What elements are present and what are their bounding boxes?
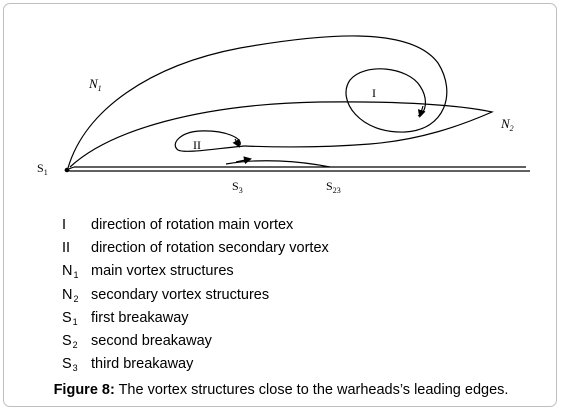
legend-item: S1 first breakaway	[62, 307, 329, 330]
main-vortex-outer-curve	[67, 35, 448, 169]
legend-item: S2 second breakaway	[62, 330, 329, 353]
legend-item: N1 main vortex structures	[62, 260, 329, 283]
legend-text: secondary vortex structures	[91, 286, 270, 303]
label-secondary-vortex: II	[193, 138, 201, 152]
legend-symbol: II	[62, 240, 71, 257]
legend-text: second breakaway	[91, 332, 212, 349]
third-breakaway-arrow-icon	[235, 156, 252, 165]
third-breakaway-flow	[225, 160, 331, 168]
legend-item: N2 secondary vortex structures	[62, 284, 329, 307]
figure-caption: Figure 8: The vortex structures close to…	[0, 382, 562, 398]
figure-frame	[3, 3, 557, 407]
secondary-rotation-arrow-icon	[232, 138, 240, 148]
secondary-vortex-curve	[69, 101, 494, 168]
legend-symbol: S3	[62, 356, 78, 374]
label-s23: S23	[326, 179, 341, 195]
label-n1: N1	[88, 76, 102, 93]
label-s3: S3	[232, 179, 243, 195]
caption-text: The vortex structures close to the warhe…	[114, 382, 509, 398]
label-s1: S1	[37, 161, 48, 177]
legend-symbol: S1	[62, 309, 78, 327]
legend-text: direction of rotation secondary vortex	[91, 240, 329, 257]
legend-text: third breakaway	[91, 356, 194, 373]
legend-symbol: I	[62, 217, 67, 233]
legend-text: main vortex structures	[91, 263, 234, 280]
vortex-diagram: N1 N2 S1 S3 S23 I II	[0, 0, 562, 200]
secondary-vortex-inner-curve	[174, 130, 246, 152]
legend-symbol: N2	[62, 286, 79, 304]
plate	[63, 166, 530, 173]
legend-symbol: N1	[62, 263, 79, 281]
vortex-diagram-svg: N1 N2 S1 S3 S23 I II	[37, 35, 530, 195]
main-rotation-arrow-icon	[417, 105, 426, 118]
legend-item: II direction of rotation secondary vortex	[62, 237, 329, 260]
label-n2: N2	[500, 116, 514, 133]
legend-symbol: S2	[62, 332, 78, 350]
label-main-vortex: I	[372, 86, 376, 100]
legend-text: first breakaway	[91, 309, 189, 326]
legend-item: S3 third breakaway	[62, 353, 329, 376]
caption-label: Figure 8:	[53, 382, 115, 398]
legend-text: direction of rotation main vortex	[91, 217, 294, 233]
